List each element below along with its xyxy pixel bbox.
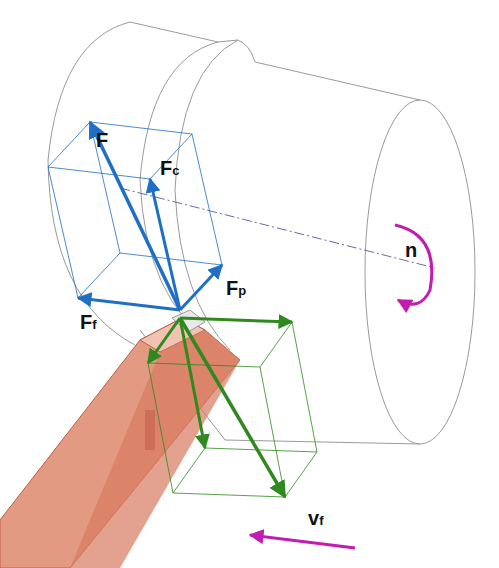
box-edge xyxy=(148,318,180,363)
box-edge xyxy=(292,322,317,452)
force-vector xyxy=(148,318,180,363)
box-edge xyxy=(173,493,285,497)
feed-arrow xyxy=(250,535,355,548)
force-label: Fc xyxy=(160,158,179,178)
force-vector xyxy=(78,298,180,310)
box-edge xyxy=(48,167,150,179)
box-edge xyxy=(78,298,180,310)
force-label: n xyxy=(405,240,417,260)
box-edge xyxy=(148,363,173,493)
box-edge xyxy=(285,452,317,497)
box-edge xyxy=(48,122,90,167)
force-label: vf xyxy=(308,508,323,528)
force-vector xyxy=(180,318,285,497)
box-edge xyxy=(120,253,222,265)
velocity-box xyxy=(148,318,317,497)
box-edge xyxy=(180,265,222,310)
force-label: Ff xyxy=(80,312,97,332)
box-edge xyxy=(173,448,205,493)
force-vector xyxy=(90,122,180,310)
box-edge xyxy=(150,134,192,179)
box-edge xyxy=(90,122,120,253)
force-vector xyxy=(150,179,180,310)
box-edge xyxy=(48,167,78,298)
force-vector xyxy=(180,318,292,322)
force-label: F xyxy=(96,130,108,150)
box-edge xyxy=(78,253,120,298)
force-vector xyxy=(180,265,222,310)
box-edge xyxy=(180,318,292,322)
force-box xyxy=(48,122,222,310)
rotation-arrow xyxy=(395,225,432,304)
box-edge xyxy=(192,134,222,265)
force-label: Fp xyxy=(226,278,246,298)
cutting-tool xyxy=(0,310,240,568)
box-edge xyxy=(260,322,292,367)
box-edge xyxy=(148,363,260,367)
box-edge xyxy=(150,179,180,310)
box-edge xyxy=(205,448,317,452)
